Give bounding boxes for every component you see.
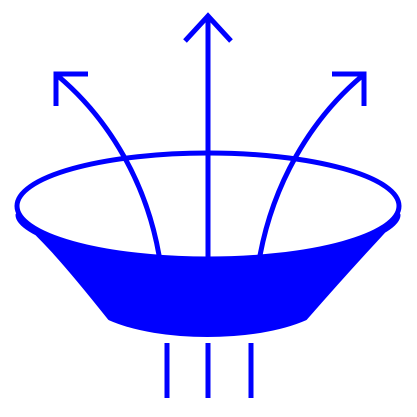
arrow-left-shaft [56,74,163,262]
arrow-center-head [183,12,233,43]
funnel-body [15,212,401,337]
arrow-right-shaft [256,74,364,262]
arrow-left-head [53,71,88,106]
arrow-right-head [332,71,367,106]
